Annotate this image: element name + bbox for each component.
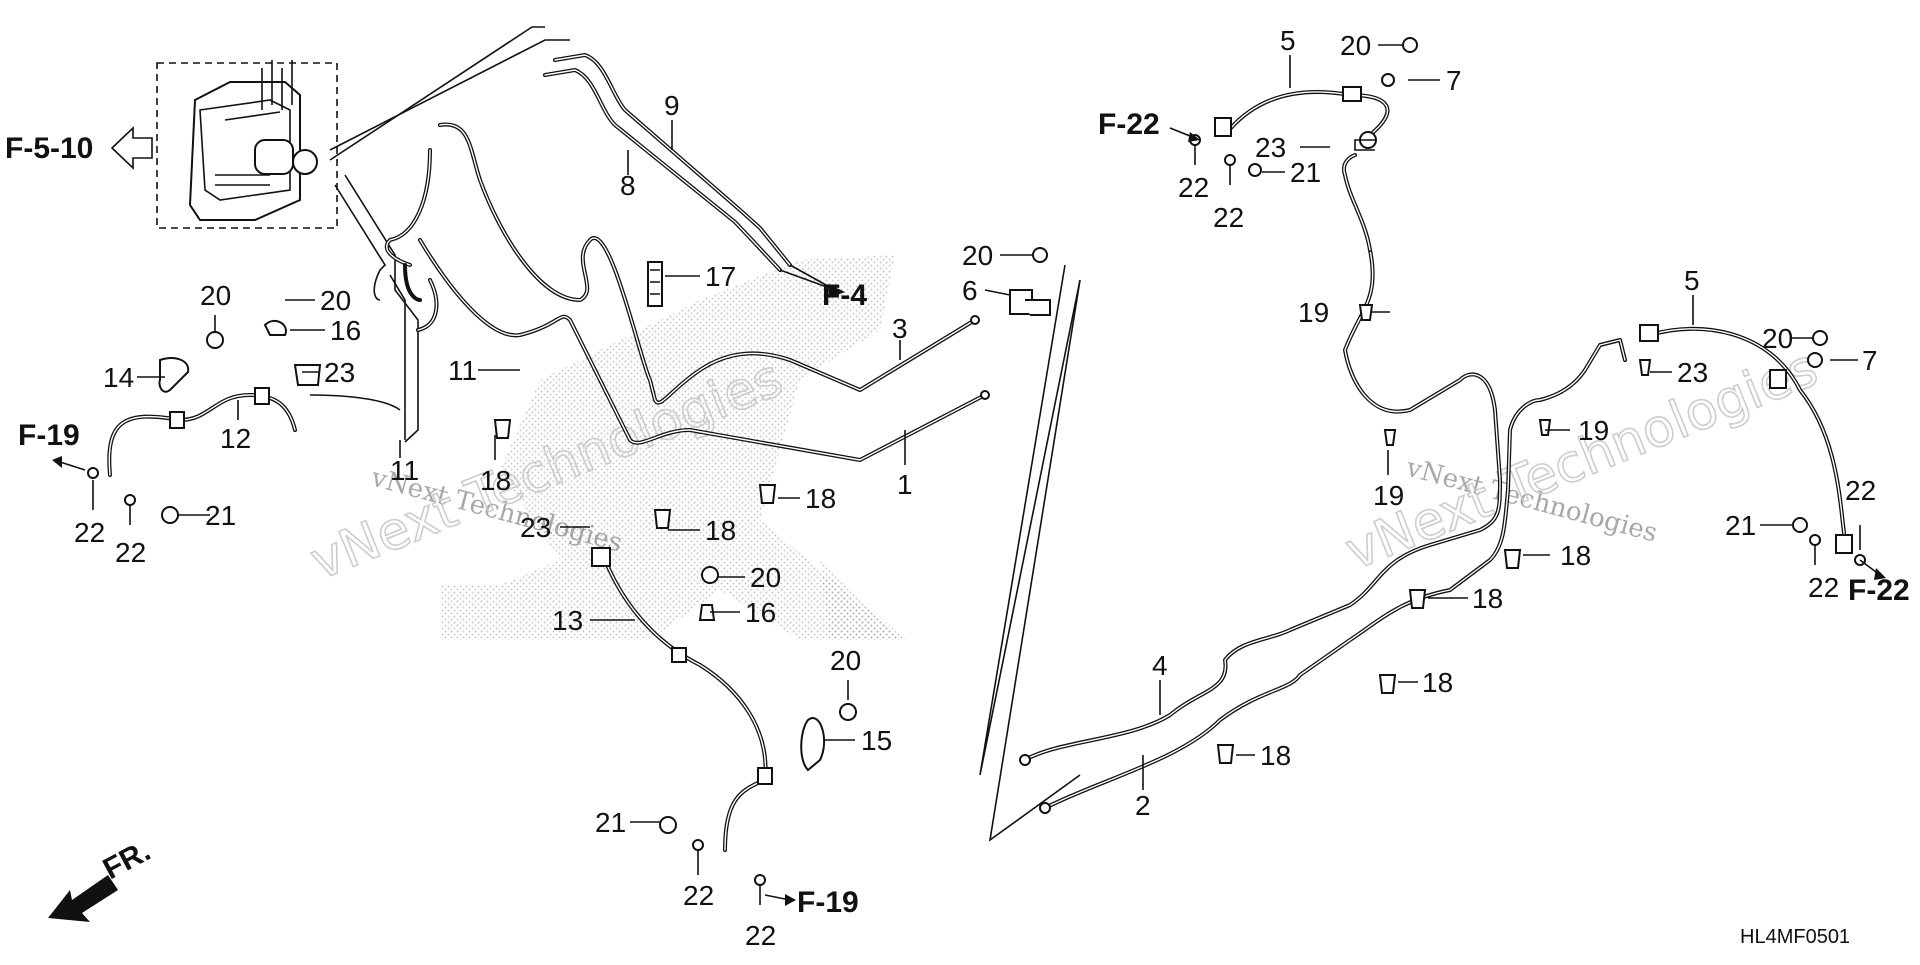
callout-22d: 22 (745, 920, 776, 951)
hose-5-top (1214, 86, 1390, 149)
callout-16a: 16 (330, 315, 361, 346)
hose-13 (591, 547, 773, 852)
callout-21b: 21 (595, 807, 626, 838)
callout-21d: 21 (1725, 510, 1756, 541)
callout-8: 8 (620, 170, 636, 201)
callout-22f: 22 (1213, 202, 1244, 233)
callout-18b: 18 (705, 515, 736, 546)
callout-21c: 21 (1290, 157, 1321, 188)
pipes-8-9 (329, 26, 845, 298)
callout-18f: 18 (1422, 667, 1453, 698)
callout-20a: 20 (1340, 30, 1371, 61)
drawing-code: HL4MF0501 (1740, 926, 1850, 948)
callout-22e: 22 (1178, 172, 1209, 203)
callout-7b: 7 (1862, 345, 1878, 376)
callout-2: 2 (1135, 790, 1151, 821)
ref-f-4[interactable]: F-4 (822, 279, 867, 312)
callout-4: 4 (1152, 650, 1168, 681)
callout-22a: 22 (74, 517, 105, 548)
callout-7a: 7 (1446, 65, 1462, 96)
ref-f-22-right[interactable]: F-22 (1848, 559, 1910, 607)
callout-18c: 18 (805, 483, 836, 514)
callout-20d: 20 (320, 285, 351, 316)
callout-21a: 21 (205, 500, 236, 531)
callout-16b: 16 (745, 597, 776, 628)
callout-12: 12 (220, 423, 251, 454)
callout-9: 9 (664, 90, 680, 121)
callout-22g: 22 (1808, 572, 1839, 603)
hose-12 (107, 357, 297, 477)
svg-text:F-19: F-19 (797, 886, 859, 919)
floor-shading (440, 255, 905, 640)
pipes-1-3 (418, 122, 990, 462)
abs-modulator-unit (156, 60, 338, 229)
callout-18g: 18 (1260, 740, 1291, 771)
callout-5a: 5 (1280, 25, 1296, 56)
front-direction-marker: FR. (48, 834, 156, 922)
callout-20f: 20 (830, 645, 861, 676)
callout-5b: 5 (1684, 265, 1700, 296)
callout-18a: 18 (480, 465, 511, 496)
svg-text:F-19: F-19 (18, 419, 80, 452)
callout-22h: 22 (1845, 475, 1876, 506)
callout-23b: 23 (1255, 132, 1286, 163)
callout-17: 17 (705, 261, 736, 292)
callout-20b: 20 (962, 240, 993, 271)
callout-19b: 19 (1373, 480, 1404, 511)
callout-1: 1 (897, 469, 913, 500)
ref-f-19-bottom[interactable]: F-19 (764, 886, 859, 919)
callout-15: 15 (861, 725, 892, 756)
hose-5-right (1639, 324, 1853, 554)
callout-22b: 22 (115, 537, 146, 568)
callout-23a: 23 (324, 357, 355, 388)
callout-3: 3 (892, 313, 908, 344)
callout-19c: 19 (1578, 415, 1609, 446)
callout-22c: 22 (683, 880, 714, 911)
callout-20e: 20 (750, 562, 781, 593)
svg-text:F-22: F-22 (1098, 108, 1160, 141)
callout-20c: 20 (200, 280, 231, 311)
pipes-11 (309, 148, 439, 443)
callout-20g: 20 (1762, 323, 1793, 354)
callout-13: 13 (552, 605, 583, 636)
callout-11a: 11 (448, 355, 477, 386)
ref-f-19-left[interactable]: F-19 (18, 419, 86, 471)
callout-18e: 18 (1472, 583, 1503, 614)
callout-23c: 23 (1677, 357, 1708, 388)
ref-f-22-top[interactable]: F-22 (1098, 108, 1200, 142)
callouts: 1 2 3 4 5 5 6 7 7 8 9 11 11 12 13 14 15 … (74, 25, 1878, 951)
callout-11b: 11 (390, 455, 419, 486)
callout-18d: 18 (1560, 540, 1591, 571)
rear-pipe-frame (979, 264, 1081, 842)
callout-19a: 19 (1298, 297, 1329, 328)
callout-23d: 23 (520, 512, 551, 543)
ref-f-5-10[interactable]: F-5-10 (5, 126, 153, 170)
svg-text:F-5-10: F-5-10 (5, 132, 93, 165)
callout-14: 14 (103, 362, 134, 393)
svg-text:F-22: F-22 (1848, 574, 1910, 607)
callout-6: 6 (962, 275, 978, 306)
svg-text:F-4: F-4 (822, 279, 867, 312)
